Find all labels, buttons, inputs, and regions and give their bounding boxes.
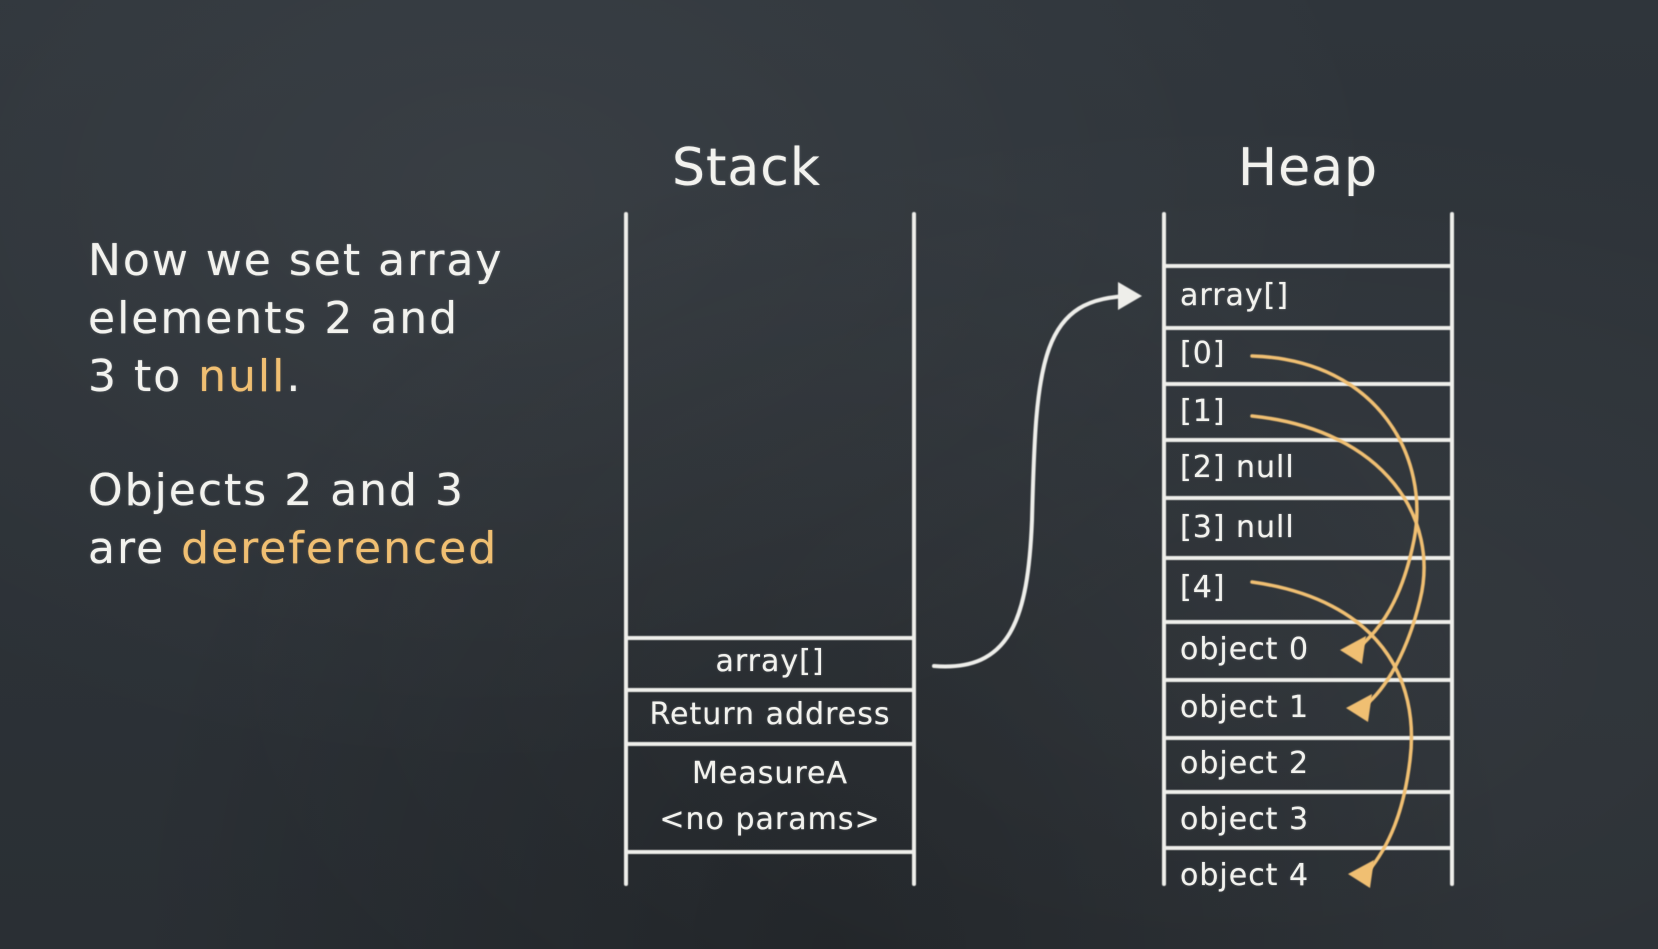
- heap-cell-index-0: [0]: [1180, 336, 1226, 371]
- heap-cell-index-3-null: [3] null: [1180, 510, 1295, 545]
- pointer-arrowhead-1: [1346, 694, 1372, 722]
- narrative-line-4: Objects 2 and 3: [88, 465, 465, 516]
- heap-title: Heap: [1238, 138, 1378, 198]
- heap-cell-object-0: object 0: [1180, 632, 1310, 667]
- heap-cell-object-1: object 1: [1180, 690, 1310, 725]
- narrative-line-3-suffix: .: [286, 351, 303, 402]
- heap-cell-index-4: [4]: [1180, 570, 1226, 605]
- narrative-null-highlight: null: [198, 351, 287, 402]
- heap-cell-index-2-null: [2] null: [1180, 450, 1295, 485]
- stack-to-heap-arrow: [932, 294, 1136, 669]
- pointer-arrow-0: [1250, 354, 1419, 650]
- narrative-line-5-prefix: are: [88, 523, 182, 574]
- heap-cell-index-1: [1]: [1180, 394, 1226, 429]
- narrative-line-2: elements 2 and: [88, 293, 460, 344]
- narrative-dereferenced-highlight: dereferenced: [181, 523, 499, 574]
- stack-cell-method-name: MeasureA: [691, 756, 849, 791]
- pointer-arrowhead-0: [1340, 636, 1366, 664]
- heap-cell-array: array[]: [1180, 278, 1290, 313]
- stack-cell-return-address: Return address: [649, 697, 891, 732]
- stack-to-heap-arrowhead: [1118, 282, 1142, 310]
- narrative-paragraph-1: Now we set array elements 2 and 3 to nul…: [88, 232, 568, 406]
- heap-cell-object-2: object 2: [1180, 746, 1310, 781]
- narrative-line-1: Now we set array: [88, 235, 504, 286]
- narrative-paragraph-2: Objects 2 and 3 are dereferenced: [88, 462, 568, 578]
- heap-cell-object-4: object 4: [1180, 858, 1310, 893]
- narrative-text: Now we set array elements 2 and 3 to nul…: [88, 232, 568, 634]
- stack-cell-array: array[]: [715, 644, 825, 679]
- pointer-arrowhead-4: [1348, 860, 1374, 888]
- stack-title: Stack: [672, 138, 821, 198]
- pointer-arrow-1: [1250, 414, 1426, 708]
- stack-cell-params: <no params>: [659, 802, 881, 837]
- heap-cell-object-3: object 3: [1180, 802, 1310, 837]
- pointer-arrow-4: [1250, 580, 1414, 876]
- narrative-line-3-prefix: 3 to: [88, 351, 199, 402]
